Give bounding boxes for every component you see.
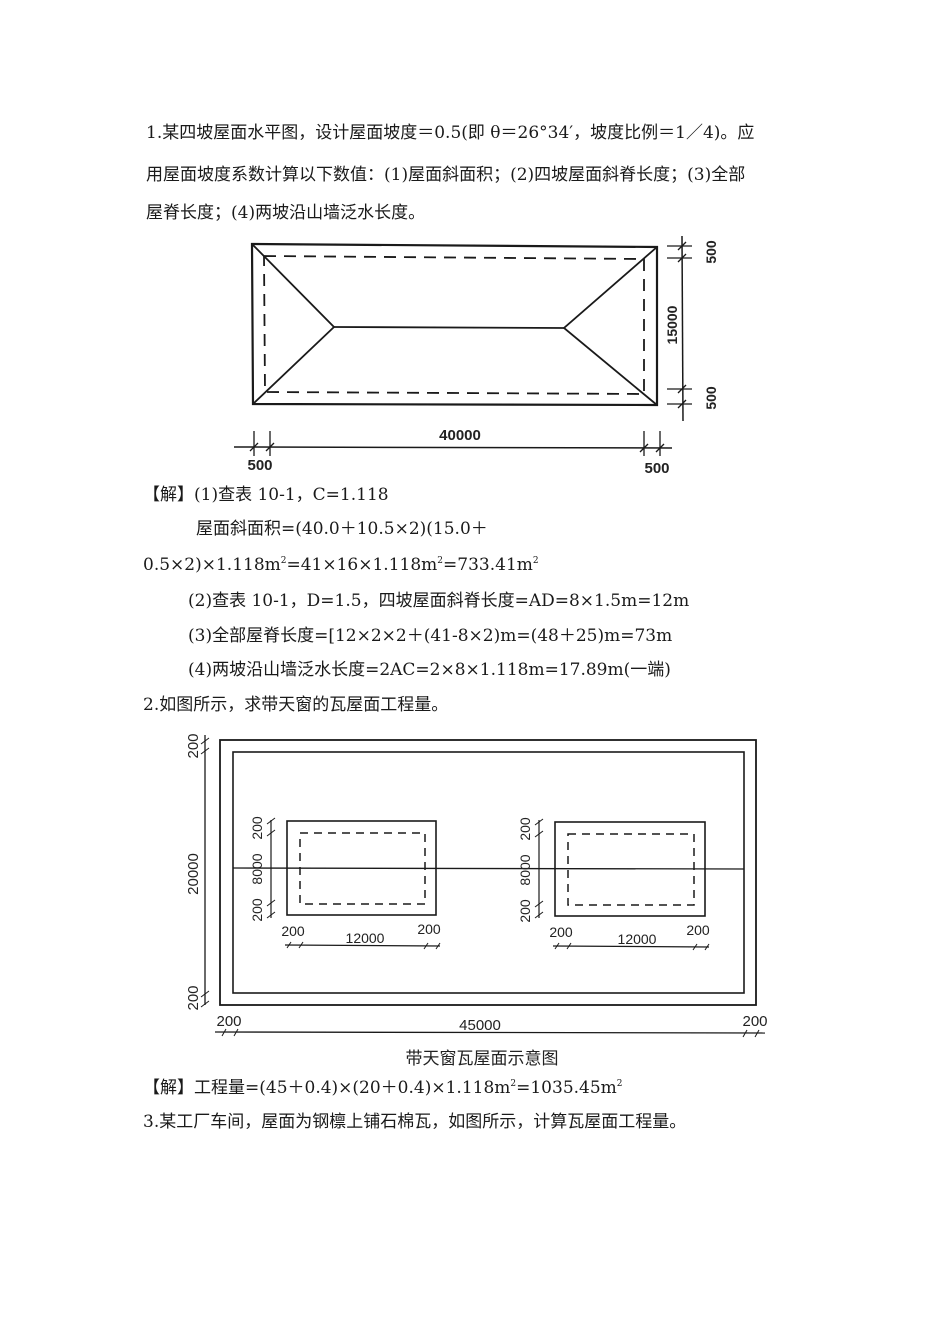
skylight-left-dashed xyxy=(299,832,426,905)
problem3-question: 3.某工厂车间，屋面为钢檩上铺石棉瓦，如图所示，计算瓦屋面工程量。 xyxy=(143,1112,687,1132)
main-ridge xyxy=(333,326,565,329)
dim-200-bottom-left: 200 xyxy=(216,1013,241,1030)
skylight-right-dim-top: 200 xyxy=(517,817,533,841)
dim-500-bottom-left: 500 xyxy=(247,457,272,474)
dim-15000-right: 15000 xyxy=(664,305,680,344)
dim-200-left-top: 200 xyxy=(185,733,202,758)
solution1-line-6: (4)两坡沿山墙泛水长度=2AC=2×8×1.118m=17.89m(一端) xyxy=(188,660,671,680)
skylight-right-dashed xyxy=(567,833,695,906)
problem2-question: 2.如图所示，求带天窗的瓦屋面工程量。 xyxy=(143,695,449,715)
dim-200-left-bottom: 200 xyxy=(185,985,202,1010)
roof-ridge-line xyxy=(232,867,745,870)
dim-500-right-top: 500 xyxy=(703,240,719,264)
ridge-right-hips xyxy=(562,246,658,406)
roof-outer-outline xyxy=(219,739,757,1006)
skylight-right-dim-right: 200 xyxy=(686,922,710,938)
solution1-line-2: 屋面斜面积=(40.0＋10.5×2)(15.0＋ xyxy=(196,519,488,539)
solution2-part-b: =1035.45m xyxy=(516,1078,617,1098)
skylight-right-dim-height: 8000 xyxy=(517,854,533,885)
skylight-left-dim-width: 12000 xyxy=(346,930,385,946)
dim-200-bottom-right: 200 xyxy=(742,1013,767,1030)
problem1-line-1: 1.某四坡屋面水平图，设计屋面坡度＝0.5(即 θ＝26°34′，坡度比例＝1／… xyxy=(146,123,755,143)
solution1-line-5: (3)全部屋脊长度=[12×2×2＋(41-8×2)m=(48＋25)m=73m xyxy=(188,626,673,646)
dim-20000-left: 20000 xyxy=(185,853,202,895)
dim-500-right-bottom: 500 xyxy=(703,386,719,410)
figure-caption: 带天窗瓦屋面示意图 xyxy=(406,1049,559,1069)
skylight-left-dim-height: 8000 xyxy=(249,853,265,884)
skylight-right-dim-width: 12000 xyxy=(618,931,657,947)
solution1-line-3: 0.5×2)×1.118m2=41×16×1.118m2=733.41m2 xyxy=(143,553,539,577)
skylight-left-dim-top: 200 xyxy=(249,816,265,840)
superscript: 2 xyxy=(437,556,444,566)
dim-45000-bottom: 45000 xyxy=(459,1017,501,1034)
skylight-left-dim-bottom: 200 xyxy=(249,898,265,922)
skylight-right-dim-bottom: 200 xyxy=(517,899,533,923)
ridge-left-hips xyxy=(251,243,336,405)
dim-500-bottom-right: 500 xyxy=(644,460,669,477)
superscript: 2 xyxy=(280,556,287,566)
roof-outline xyxy=(250,242,659,407)
skylight-left-outer xyxy=(286,820,437,916)
skylight-left-dim-right: 200 xyxy=(417,921,441,937)
wall-dashed-outline xyxy=(263,255,645,395)
bottom-dim-line xyxy=(233,446,673,449)
right-dim-line xyxy=(681,235,684,422)
roof-inner-outline xyxy=(232,751,745,994)
skylight-left-dim-left: 200 xyxy=(281,923,305,939)
solution1-line-3b: =41×16×1.118m xyxy=(286,555,438,575)
solution2-part-a: 【解】工程量=(45＋0.4)×(20＋0.4)×1.118m xyxy=(143,1078,511,1098)
skylight-right-dim-left: 200 xyxy=(549,924,573,940)
superscript: 2 xyxy=(616,1079,623,1089)
solution1-line-3c: =733.41m xyxy=(443,555,533,575)
solution1-line-1: 【解】(1)查表 10-1，C=1.118 xyxy=(143,485,389,505)
superscript: 2 xyxy=(510,1079,517,1089)
dim-40000: 40000 xyxy=(439,427,481,444)
solution1-line-4: (2)查表 10-1，D=1.5，四坡屋面斜脊长度=AD=8×1.5m=12m xyxy=(188,591,690,611)
skylight-right-outer xyxy=(554,821,706,917)
superscript: 2 xyxy=(532,556,539,566)
solution1-line-3a: 0.5×2)×1.118m xyxy=(143,555,281,575)
problem1-line-2: 用屋面坡度系数计算以下数值：(1)屋面斜面积；(2)四坡屋面斜脊长度；(3)全部 xyxy=(146,165,746,185)
solution2-line: 【解】工程量=(45＋0.4)×(20＋0.4)×1.118m2=1035.45… xyxy=(143,1076,623,1100)
problem1-line-3: 屋脊长度；(4)两坡沿山墙泛水长度。 xyxy=(146,203,426,223)
